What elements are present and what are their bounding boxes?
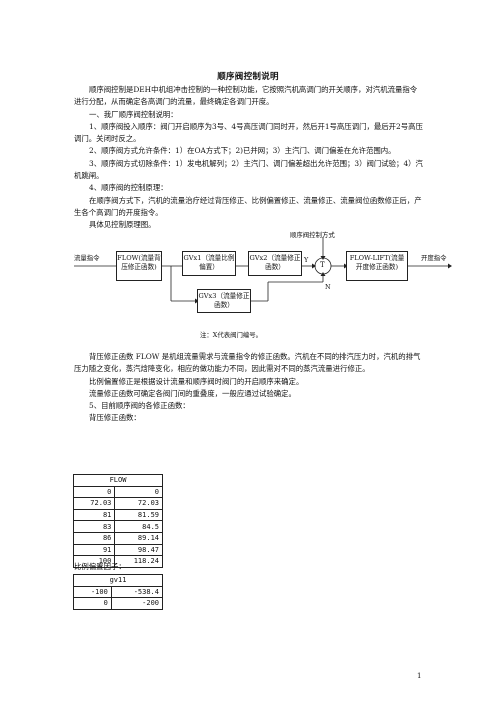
page-number: 1 (417, 672, 422, 680)
diagram-note: 注：X代表阀门编号。 (200, 331, 263, 339)
gvx3-correction-box: GVx3（流量修正函数） (197, 289, 251, 313)
bias-factor-label: 比例偏置因子： (74, 562, 126, 571)
intro-paragraph: 顺序阀控制是DEH中机组冲击控制的一种控制功能，它按照汽机高调门的开关顺序，对汽… (74, 85, 418, 107)
body-section: 背压修正函数 FLOW 是机组流量需求与流量指令的修正函数。汽机在不同的排汽压力… (74, 351, 424, 425)
list-item: 1、顺序阀投入顺序：阀门开启顺序为3号、4号高压调门同时开，然后开1号高压调门，… (74, 121, 423, 144)
list-item: 2、顺序阀方式允许条件：1）在OA方式下；2)已并网；3）主汽门、调门偏差在允许… (89, 146, 396, 156)
body-paragraph: 比例偏置修正是根据设计流量和顺序阀时阀门的开启顺序来确定。 (89, 376, 304, 386)
control-mode-label: 顺序阀控制方式 (290, 231, 335, 239)
gv-table-header: gv11 (73, 574, 163, 587)
gvx2-correction-box: GVx2（流量修正函数） (248, 251, 302, 276)
table-row: 0-200 (73, 597, 164, 610)
table-row: -100-538.4 (73, 585, 164, 599)
body-paragraph: 背压修正函数： (89, 413, 141, 423)
body-paragraph: 流量修正函数可确定各阀门间的重叠度，一般应通过试验确定。 (89, 388, 296, 398)
list-item: 4、顺序阀的控制原理： (89, 183, 168, 193)
flow-lift-box: FLOW-LIFT(流量开度修正函数) (346, 251, 408, 281)
intro-paragraph: 具体见控制原理图。 (89, 220, 156, 230)
gvx1-bias-box: GVx1（流量比例偏置） (182, 251, 236, 276)
gv-table: gv11 -100-538.4 0-200 (73, 574, 164, 610)
flow-table-header: FLOW (73, 474, 163, 487)
intro-paragraph: 在顺序阀方式下，汽机的流量治疗经过背压修正、比例偏置修正、流量修正、流量阀位函数… (74, 195, 422, 217)
list-item: 3、顺序阀方式切除条件：1）发电机解列；2）主汽门、调门偏差超出允许范围；3）阀… (74, 158, 423, 181)
switch-symbol: T (320, 261, 325, 269)
flow-command-label: 流量指令 (74, 254, 100, 262)
flow-backpressure-box: FLOW(流量背压修正函数) (116, 251, 162, 281)
body-paragraph: 背压修正函数 FLOW 是机组流量需求与流量指令的修正函数。汽机在不同的排汽压力… (74, 352, 421, 374)
section-heading: 一、我厂顺序阀控制说明： (89, 109, 178, 119)
opening-command-label: 开度指令 (421, 254, 447, 262)
page-title: 顺序阀控制说明 (217, 72, 279, 82)
no-label: N (325, 283, 331, 291)
body-paragraph: 5、目前顺序阀的各修正函数： (89, 401, 190, 411)
yes-label: Y (304, 256, 309, 264)
intro-section: 顺序阀控制是DEH中机组冲击控制的一种控制功能，它按照汽机高调门的开关顺序，对汽… (74, 84, 424, 232)
